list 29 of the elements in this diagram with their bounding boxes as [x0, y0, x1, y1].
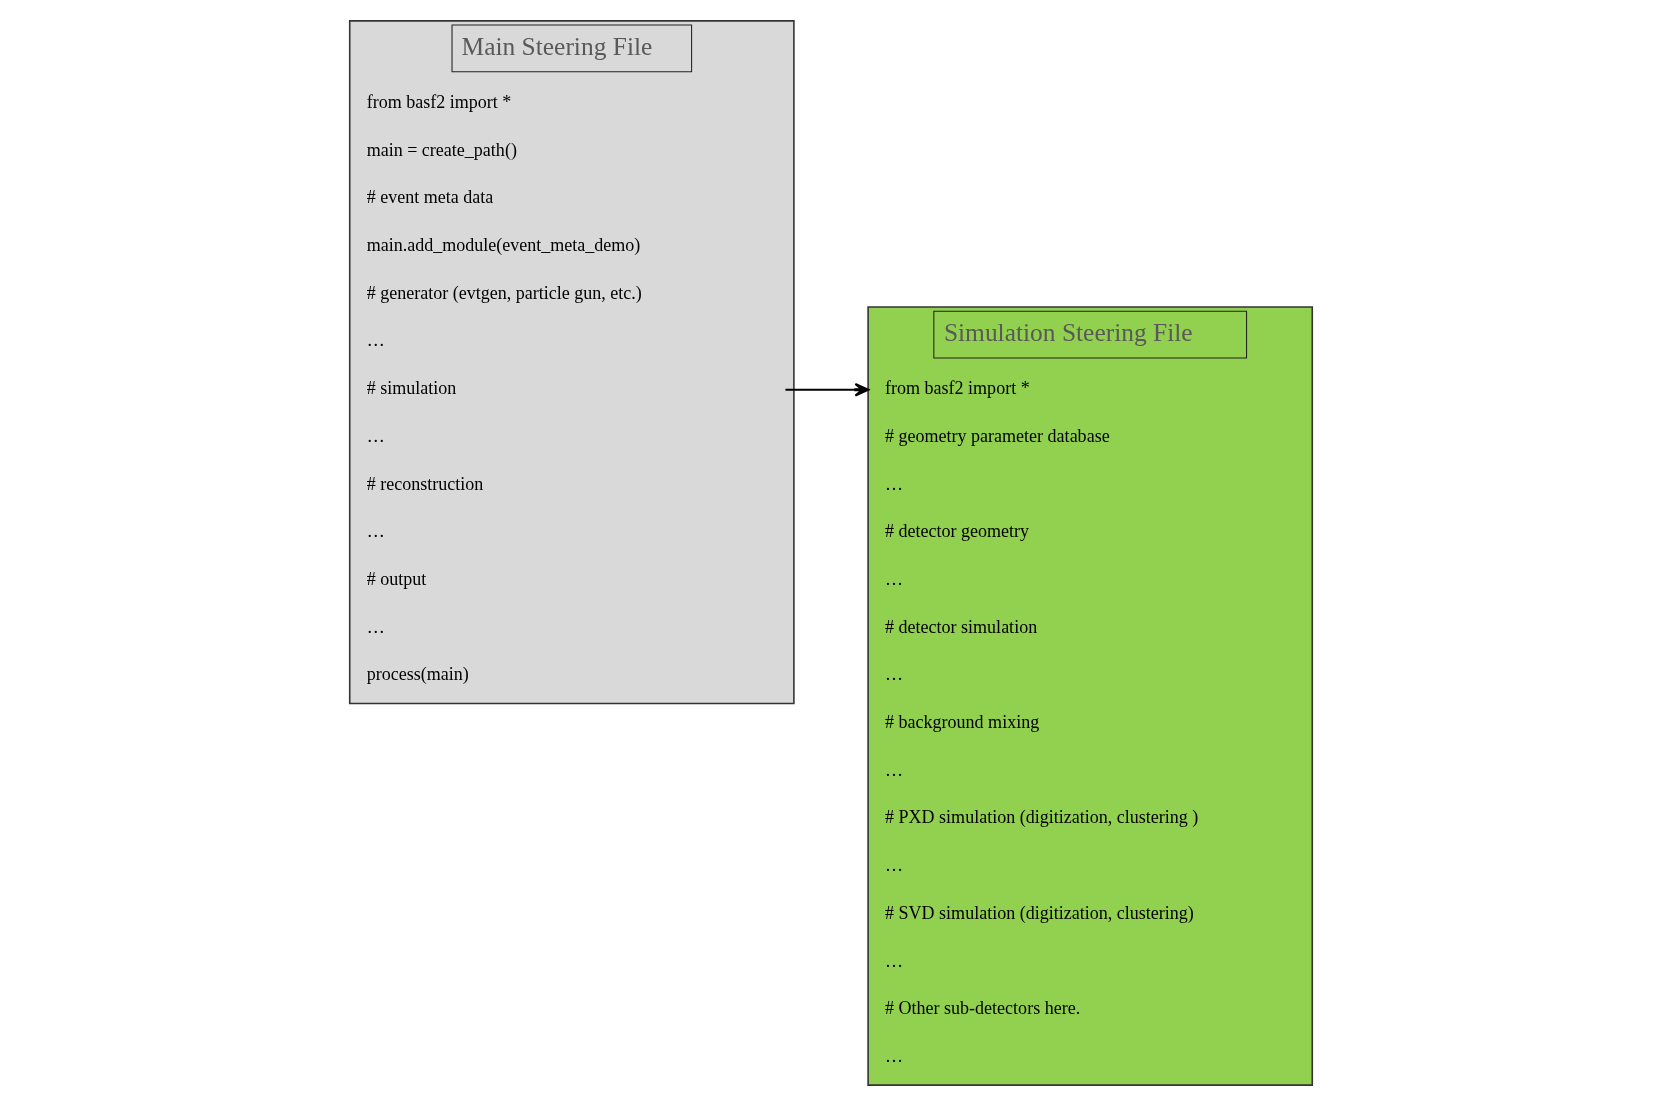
node-text: # Other sub-detectors here. [885, 998, 1081, 1019]
node-text: … [885, 473, 904, 494]
node-text: main = create_path() [366, 139, 517, 160]
node-text: from basf2 import * [366, 91, 512, 112]
node-text: # detector simulation [885, 616, 1038, 637]
node-text: # background mixing [885, 712, 1040, 733]
node-text: # output [366, 568, 427, 589]
node-text: # reconstruction [366, 473, 484, 494]
node-text: # detector geometry [885, 521, 1030, 542]
arrow [785, 382, 870, 397]
node-text: # simulation [366, 378, 457, 399]
node-text: … [366, 521, 385, 542]
node-text: # PXD simulation (digitization, clustering ) [885, 807, 1199, 828]
node-text: … [366, 330, 385, 351]
node-text: process(main) [366, 664, 469, 685]
node-text: … [885, 1045, 904, 1066]
node-text: … [885, 568, 904, 589]
node-text: … [885, 759, 904, 780]
node-text: # SVD simulation (digitization, clustering) [885, 902, 1194, 923]
node-text: from basf2 import * [885, 378, 1030, 399]
node-text: … [366, 425, 385, 446]
node-text: main.add_module(event_meta_demo) [366, 234, 641, 255]
node-text: # geometry parameter database [885, 425, 1110, 446]
node-text: … [885, 950, 904, 971]
node-text: … [885, 855, 904, 876]
node-text: … [366, 616, 385, 637]
node-text: # event meta data [366, 187, 494, 208]
node-text: … [885, 664, 904, 685]
node-text: # generator (evtgen, particle gun, etc.) [366, 282, 642, 303]
